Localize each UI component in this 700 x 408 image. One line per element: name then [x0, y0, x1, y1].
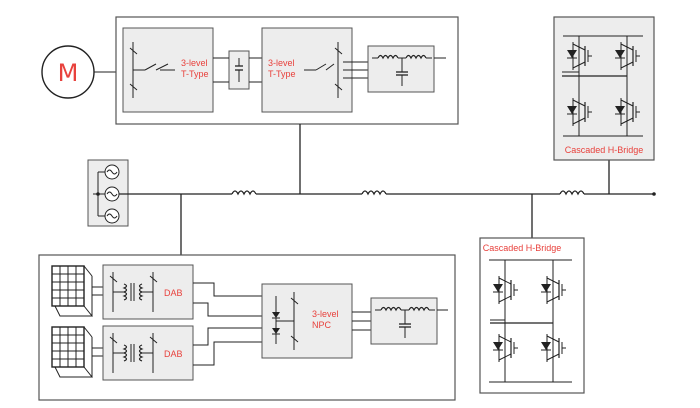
t-type-1-label-line1: 3-level: [181, 58, 208, 68]
cascaded-h-bridge-bottom: Cascaded H-Bridge: [479, 237, 585, 394]
t-type-1-label-line2: T-Type: [181, 69, 209, 79]
cascaded-h-bridge-top: Cascaded H-Bridge: [553, 16, 655, 161]
line-inductor: [559, 190, 585, 195]
grid-source-group: [87, 159, 129, 227]
chb-bottom-title: Cascaded H-Bridge: [483, 243, 562, 253]
t-type-2-label-line1: 3-level: [268, 58, 295, 68]
main-bus: [119, 160, 656, 255]
motor-drive-group: M 3-level T-Type 3-level T-Type: [41, 16, 459, 194]
motor-drive-enclosure: [115, 16, 459, 125]
dab-1-label: DAB: [164, 288, 183, 298]
npc-label-line1: 3-level: [312, 309, 339, 319]
motor-label: M: [58, 59, 79, 87]
pv-system-group: DAB DAB 3-level NPC: [38, 254, 456, 401]
line-inductor: [231, 190, 257, 195]
dab-2-label: DAB: [164, 349, 183, 359]
lc-filter-bottom: [370, 297, 438, 345]
chb-bottom-box: [479, 237, 585, 394]
lc-filter-top: [367, 45, 435, 93]
line-inductor: [361, 190, 387, 195]
solar-panel-icon: [51, 265, 93, 317]
chb-top-title: Cascaded H-Bridge: [565, 145, 644, 155]
npc-label-line2: NPC: [312, 320, 332, 330]
t-type-2-label-line2: T-Type: [268, 69, 296, 79]
pv-system-enclosure: [38, 254, 456, 401]
chb-top-box: [553, 16, 655, 161]
solar-panel-icon: [51, 326, 93, 378]
